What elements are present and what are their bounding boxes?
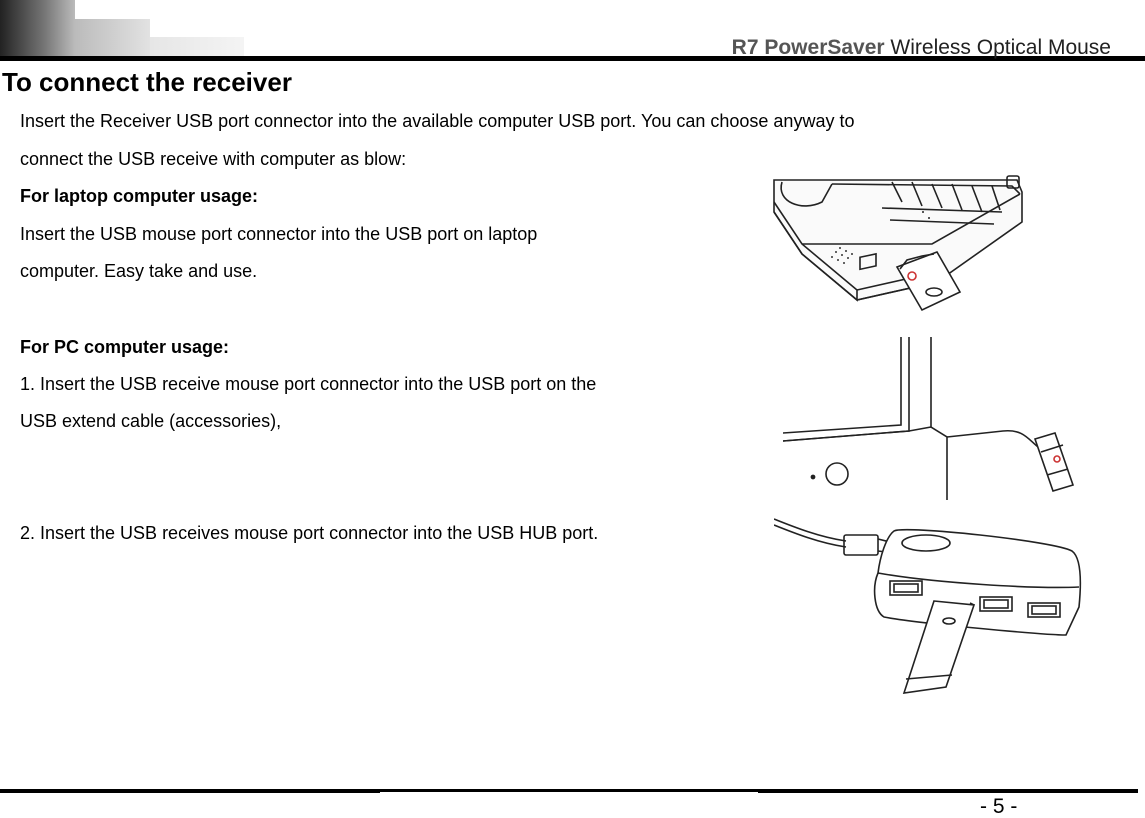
laptop-line-2: computer. Easy take and use. [20,261,258,281]
usb-hub-illustration [774,517,1083,697]
header-gradient-block [0,0,75,58]
pc-step1-line-1: 1. Insert the USB receive mouse port con… [20,374,597,394]
laptop-line-1: Insert the USB mouse port connector into… [20,224,538,244]
header-gradient-step [75,19,150,58]
header-product: Wireless Optical Mouse [884,36,1111,59]
header-title: R7 PowerSaver Wireless Optical Mouse [732,36,1111,60]
intro-line-2: connect the USB receive with computer as… [20,149,407,169]
footer-rule [0,789,1138,793]
header-brand: R7 PowerSaver [731,36,885,59]
laptop-usb-illustration [772,172,1025,322]
pc-step1-line-2: USB extend cable (accessories), [20,411,282,431]
pc-step2: 2. Insert the USB receives mouse port co… [20,523,599,543]
header-gradient-tail [150,37,244,58]
laptop-heading: For laptop computer usage: [20,186,259,206]
header-rule [0,56,1145,61]
intro-line-1: Insert the Receiver USB port connector i… [20,111,855,131]
page-number: - 5 - [980,795,1018,818]
footer-rule-gap [380,792,758,795]
section-title: To connect the receiver [2,67,292,97]
pc-heading: For PC computer usage: [20,337,230,357]
pc-extension-cable-illustration [783,337,1075,500]
